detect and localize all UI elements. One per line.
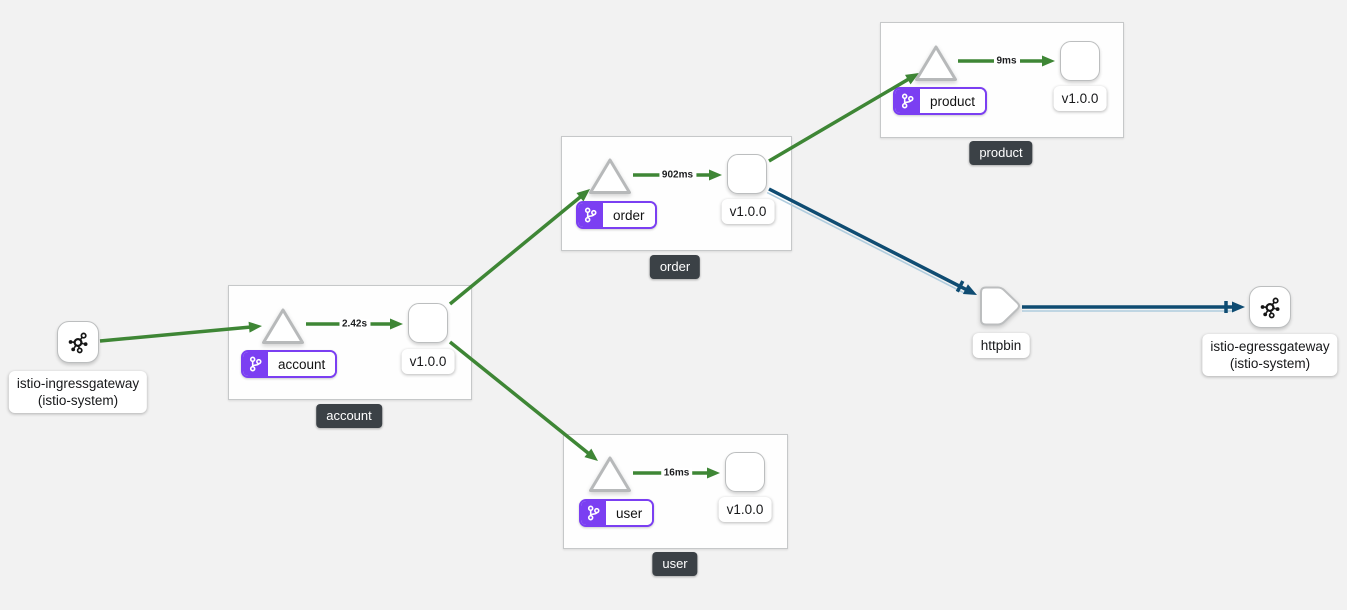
app-badge-order[interactable]: order [576, 201, 657, 229]
egress-gateway-label[interactable]: istio-egressgateway (istio-system) [1202, 334, 1338, 376]
edge-order-v1-to-product-svc[interactable] [768, 73, 919, 163]
version-label-product[interactable]: v1.0.0 [1053, 86, 1107, 111]
edge-account-v1-to-order-svc[interactable] [448, 189, 590, 306]
edge-tee-marker [955, 280, 965, 293]
version-label-order[interactable]: v1.0.0 [721, 199, 775, 224]
service-node-product[interactable] [913, 43, 959, 83]
egress-gateway-label-line1: istio-egressgateway [1210, 339, 1330, 354]
group-label-product[interactable]: product [969, 141, 1033, 165]
code-branch-icon [243, 352, 268, 376]
group-label-account[interactable]: account [316, 404, 382, 428]
group-label-order[interactable]: order [649, 255, 701, 279]
code-branch-icon [578, 203, 603, 227]
version-node-product[interactable] [1060, 41, 1100, 81]
code-branch-icon [581, 501, 606, 525]
edge-label-product-svc-to-product-v1[interactable]: 9ms [993, 55, 1020, 67]
app-badge-user[interactable]: user [579, 499, 655, 527]
gateway-icon [1260, 297, 1280, 319]
edge-ingress-to-account-svc[interactable] [99, 321, 262, 343]
edge-httpbin-to-egress[interactable] [1022, 301, 1245, 313]
service-entry-shape [980, 286, 1020, 326]
code-branch-icon [895, 89, 920, 113]
version-label-account[interactable]: v1.0.0 [401, 349, 455, 374]
version-node-order[interactable] [727, 154, 767, 194]
version-label-user[interactable]: v1.0.0 [718, 497, 772, 522]
egress-gateway-label-line2: (istio-system) [1229, 356, 1311, 371]
version-node-user[interactable] [725, 452, 765, 492]
ingress-gateway-node[interactable] [57, 321, 99, 363]
app-badge-product[interactable]: product [893, 87, 988, 115]
version-node-account[interactable] [408, 303, 448, 343]
app-badge-label: account [268, 352, 336, 376]
service-node-account[interactable] [260, 306, 306, 346]
app-badge-account[interactable]: account [241, 350, 338, 378]
edge-label-user-svc-to-user-v1[interactable]: 16ms [660, 467, 693, 479]
edge-order-v1-to-httpbin[interactable] [766, 187, 977, 295]
httpbin-node[interactable] [978, 285, 1022, 327]
edge-account-v1-to-user-svc[interactable] [448, 340, 598, 461]
service-node-user[interactable] [587, 454, 633, 494]
app-badge-label: user [606, 501, 653, 525]
edge-label-account-svc-to-account-v1[interactable]: 2.42s [338, 318, 371, 330]
app-badge-label: product [920, 89, 986, 113]
egress-gateway-node[interactable] [1249, 286, 1291, 328]
group-label-user[interactable]: user [652, 552, 698, 576]
ingress-gateway-label-line2: (istio-system) [37, 393, 119, 408]
service-node-order[interactable] [587, 156, 633, 196]
app-badge-label: order [603, 203, 655, 227]
ingress-gateway-label[interactable]: istio-ingressgateway (istio-system) [8, 371, 148, 413]
gateway-icon [68, 332, 88, 354]
edge-label-order-svc-to-order-v1[interactable]: 902ms [658, 169, 697, 181]
ingress-gateway-label-line1: istio-ingressgateway [16, 376, 140, 391]
httpbin-label[interactable]: httpbin [972, 333, 1030, 358]
